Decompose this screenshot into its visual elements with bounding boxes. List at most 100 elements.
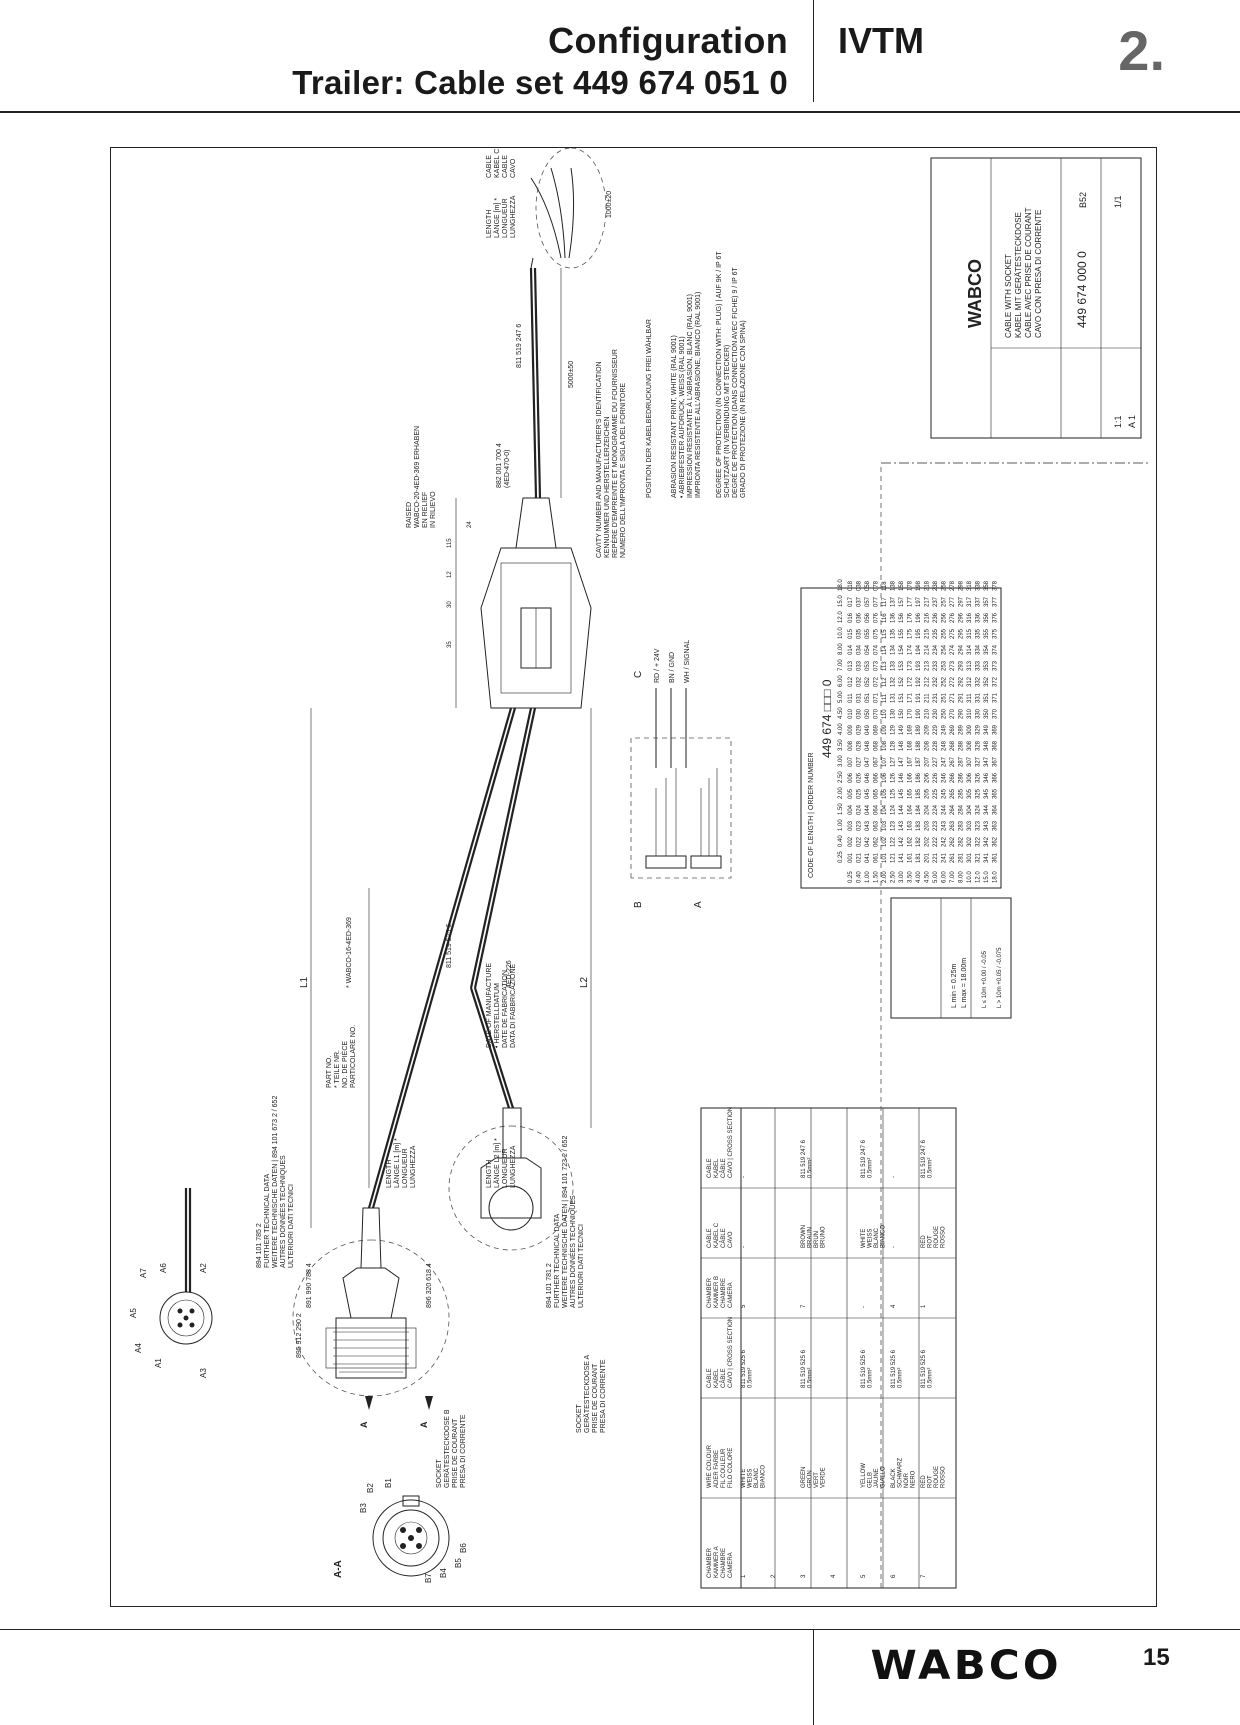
length-code-cell: 281 bbox=[959, 852, 965, 863]
length-code-cell: 211 bbox=[925, 693, 931, 703]
length-code-cell: 205 bbox=[925, 788, 931, 799]
length-code-cell: 137 bbox=[891, 596, 897, 607]
date-mfg-label: DATE OF MANUFACTURE• HERSTELLDATUMDATE D… bbox=[486, 963, 517, 1048]
length-code-cell: 210 bbox=[925, 708, 931, 719]
length-code-cell: 227 bbox=[933, 756, 939, 767]
length-code-cell: 121 bbox=[891, 852, 897, 863]
length-code-cell: 069 bbox=[874, 724, 880, 735]
length-code-cell: 026 bbox=[857, 772, 863, 783]
socket-b-label: SOCKETGERÄTESTECKDOSE BPRISE DE COURANTP… bbox=[436, 1409, 467, 1488]
wire-table-cell: GIALLO bbox=[881, 1466, 887, 1488]
length-code-cell: 282 bbox=[959, 836, 965, 847]
length-code-cell: 266 bbox=[950, 772, 956, 783]
length-code-cell: 295 bbox=[959, 628, 965, 639]
part-882: 882 001 700 4(4ED-470-0) bbox=[496, 443, 511, 488]
length-code-cell: 254 bbox=[942, 644, 948, 655]
length-code-cell: 369 bbox=[993, 724, 999, 735]
length-code-cell: 058 bbox=[865, 580, 871, 591]
length-code-cell: 371 bbox=[993, 692, 999, 703]
length-code-cell: 377 bbox=[993, 596, 999, 607]
length-code-cell: 222 bbox=[933, 836, 939, 847]
wire-table-cell: SCHWARZ bbox=[898, 1458, 904, 1488]
length-code-cell: 031 bbox=[857, 692, 863, 703]
length-code-cell: 204 bbox=[925, 804, 931, 815]
length-code-cell: 311 bbox=[967, 693, 973, 703]
length-code-cell: 055 bbox=[865, 628, 871, 639]
length-code-cell: 231 bbox=[933, 692, 939, 703]
footer-divider bbox=[813, 1629, 814, 1725]
length-col-header: 3.50 bbox=[838, 739, 844, 751]
wire-table-header: CHAMBER bbox=[707, 1277, 713, 1308]
length-code-cell: 370 bbox=[993, 708, 999, 719]
length-code-cell: 001 bbox=[848, 852, 854, 863]
length-code-cell: 144 bbox=[899, 804, 905, 815]
wire-table-header: CAMERA bbox=[728, 1282, 734, 1308]
length-row-header: 12.0 bbox=[976, 871, 982, 883]
wire-table-cell: BIANCO bbox=[881, 1225, 887, 1248]
length-code-cell: 306 bbox=[967, 772, 973, 783]
length-code-cell: 233 bbox=[933, 660, 939, 671]
length-code-cell: 033 bbox=[857, 660, 863, 671]
length-code-cell: 041 bbox=[865, 852, 871, 863]
length-code-cell: 035 bbox=[857, 628, 863, 639]
format: A 1 bbox=[1127, 415, 1137, 428]
length-code-cell: 298 bbox=[959, 580, 965, 591]
svg-text:12: 12 bbox=[447, 571, 453, 578]
length-code-cell: 176 bbox=[908, 612, 914, 623]
length-code-cell: 037 bbox=[857, 596, 863, 607]
wire-table-cell: BRUNO bbox=[821, 1226, 827, 1248]
length-code-cell: 170 bbox=[908, 708, 914, 719]
pin-b4: B4 bbox=[439, 1568, 448, 1578]
length-code-cell: 196 bbox=[916, 612, 922, 623]
length-code-cell: 195 bbox=[916, 628, 922, 639]
svg-text:24: 24 bbox=[467, 521, 473, 528]
length-code-cell: 064 bbox=[874, 804, 880, 815]
length-code-cell: 129 bbox=[891, 724, 897, 735]
length-code-cell: 109 bbox=[882, 724, 888, 735]
length-code-cell: 136 bbox=[891, 612, 897, 623]
length-col-header: 0.40 bbox=[838, 835, 844, 847]
length-col-header: 5.00 bbox=[838, 691, 844, 703]
length-code-cell: 292 bbox=[959, 676, 965, 687]
length-code-cell: 171 bbox=[908, 692, 914, 703]
length-code-cell: 284 bbox=[959, 804, 965, 815]
length-code-cell: 021 bbox=[857, 852, 863, 863]
wire-table-cell: 0.5mm² bbox=[868, 1368, 874, 1388]
length-code-cell: 346 bbox=[984, 772, 990, 783]
length-row-header: 3.00 bbox=[899, 871, 905, 883]
wire-table-cell: 4 bbox=[831, 1574, 837, 1578]
wire-table-cell: 3 bbox=[801, 1574, 807, 1578]
length-code-cell: 066 bbox=[874, 772, 880, 783]
length-code-cell: 361 bbox=[993, 852, 999, 863]
length-row-header: 4.00 bbox=[916, 871, 922, 883]
length-code-cell: 118 bbox=[882, 581, 888, 591]
length-code-cell: 155 bbox=[899, 628, 905, 639]
wire-table-cell: ROSSO bbox=[941, 1466, 947, 1488]
length-code-cell: 365 bbox=[993, 788, 999, 799]
length-code-cell: 009 bbox=[848, 724, 854, 735]
length-code-cell: 052 bbox=[865, 676, 871, 687]
length-code-cell: 123 bbox=[891, 820, 897, 831]
svg-text:30: 30 bbox=[447, 601, 453, 608]
length-code-cell: 024 bbox=[857, 804, 863, 815]
wire-table-header: ADER FARBE bbox=[714, 1450, 720, 1488]
print-notes: POSITION DER KABELBEDRUCKUNG FREI WÄHLBA… bbox=[645, 251, 747, 498]
wire-table-header: CABLE bbox=[707, 1158, 713, 1178]
length-code-cell: 308 bbox=[967, 740, 973, 751]
length-code-cell: 269 bbox=[950, 724, 956, 735]
length-code-cell: 305 bbox=[967, 788, 973, 799]
length-code-cell: 283 bbox=[959, 820, 965, 831]
length-code-cell: 323 bbox=[976, 820, 982, 831]
c-letter: C bbox=[633, 671, 644, 678]
length-code-cell: 004 bbox=[848, 804, 854, 815]
length-code-cell: 181 bbox=[916, 852, 922, 863]
length-table-header: CODE OF LENGTH | ORDER NUMBER bbox=[808, 753, 815, 879]
chapter-number: 2. bbox=[1118, 19, 1165, 82]
length-code-cell: 063 bbox=[874, 820, 880, 831]
length-code-cell: 201 bbox=[925, 852, 931, 863]
length-code-cell: 038 bbox=[857, 580, 863, 591]
length-code-cell: 336 bbox=[976, 612, 982, 623]
length-code-cell: 257 bbox=[942, 596, 948, 607]
length-code-cell: 327 bbox=[976, 756, 982, 767]
wire-table-cell: ROT bbox=[928, 1235, 934, 1248]
